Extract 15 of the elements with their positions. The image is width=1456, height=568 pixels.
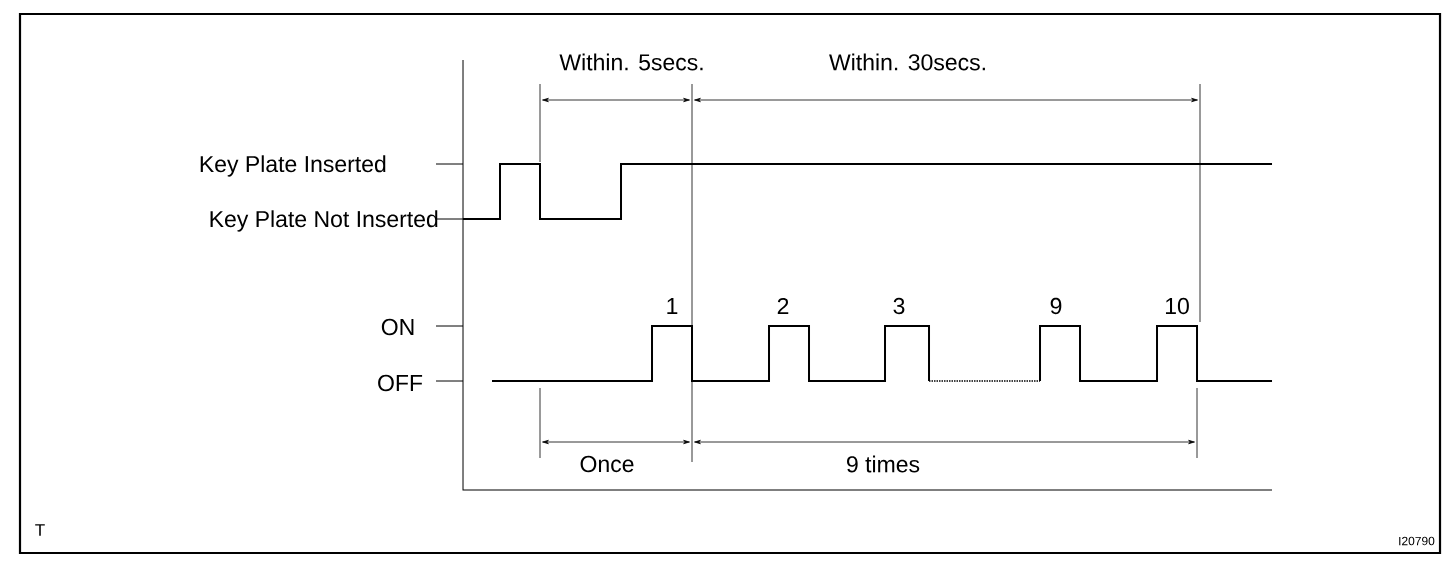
dimension-label: Within. 5secs. bbox=[559, 53, 703, 71]
corner-mark: T bbox=[35, 524, 45, 536]
signal-level-label: OFF bbox=[378, 374, 423, 392]
dimension-label: Once bbox=[580, 455, 634, 473]
figure-code: I20790 bbox=[1399, 536, 1435, 546]
pulse-number: 9 bbox=[1050, 297, 1062, 315]
pulse-number: 2 bbox=[777, 298, 789, 315]
pulse-number: 10 bbox=[1166, 297, 1189, 315]
signal-level-label: Key Plate Inserted bbox=[200, 155, 386, 177]
signal-level-label: Key Plate Not Inserted bbox=[210, 210, 438, 232]
pulse-number: 3 bbox=[893, 297, 905, 315]
dimension-label: Within. 30secs. bbox=[829, 53, 985, 71]
dimension-label: 9 times bbox=[847, 455, 920, 473]
pulse-number: 1 bbox=[667, 298, 678, 314]
signal-level-label: ON bbox=[381, 318, 414, 336]
